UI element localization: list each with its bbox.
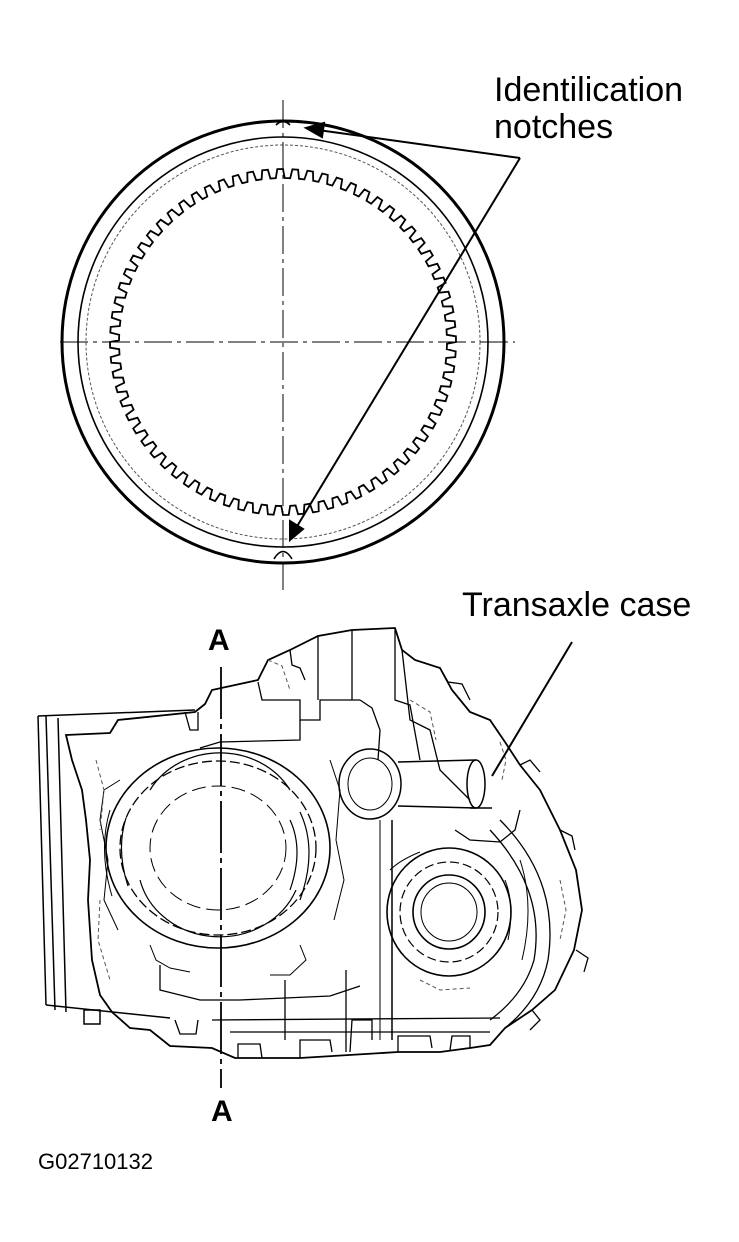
shaft-housing xyxy=(338,748,492,1040)
transaxle-case-label: Transaxle case xyxy=(462,586,692,624)
transaxle-case xyxy=(37,627,589,1059)
right-bearing-bore xyxy=(386,847,529,977)
case-left-flange xyxy=(37,709,196,1025)
case-lower-pan xyxy=(159,965,501,1059)
arrowhead-bottom-notch xyxy=(289,519,305,543)
case-fine-detail xyxy=(95,659,567,991)
identification-notch-bottom xyxy=(273,550,293,560)
case-outer-contour xyxy=(64,627,583,1059)
transaxle-case-leader xyxy=(491,641,573,777)
identification-notches-label-line2: notches xyxy=(494,108,614,146)
identification-leaders xyxy=(289,121,521,543)
figure-id: G02710132 xyxy=(38,1149,153,1174)
section-label-a-bottom: A xyxy=(211,1095,233,1128)
section-label-a-top: A xyxy=(208,624,230,657)
case-right-edge xyxy=(454,759,589,1031)
identification-notches-label-line1: Identilication xyxy=(494,71,684,109)
plate-centerlines xyxy=(60,100,515,590)
arrowhead-top-notch xyxy=(303,121,326,139)
case-upper-housing xyxy=(184,628,471,801)
left-bore xyxy=(99,747,345,976)
